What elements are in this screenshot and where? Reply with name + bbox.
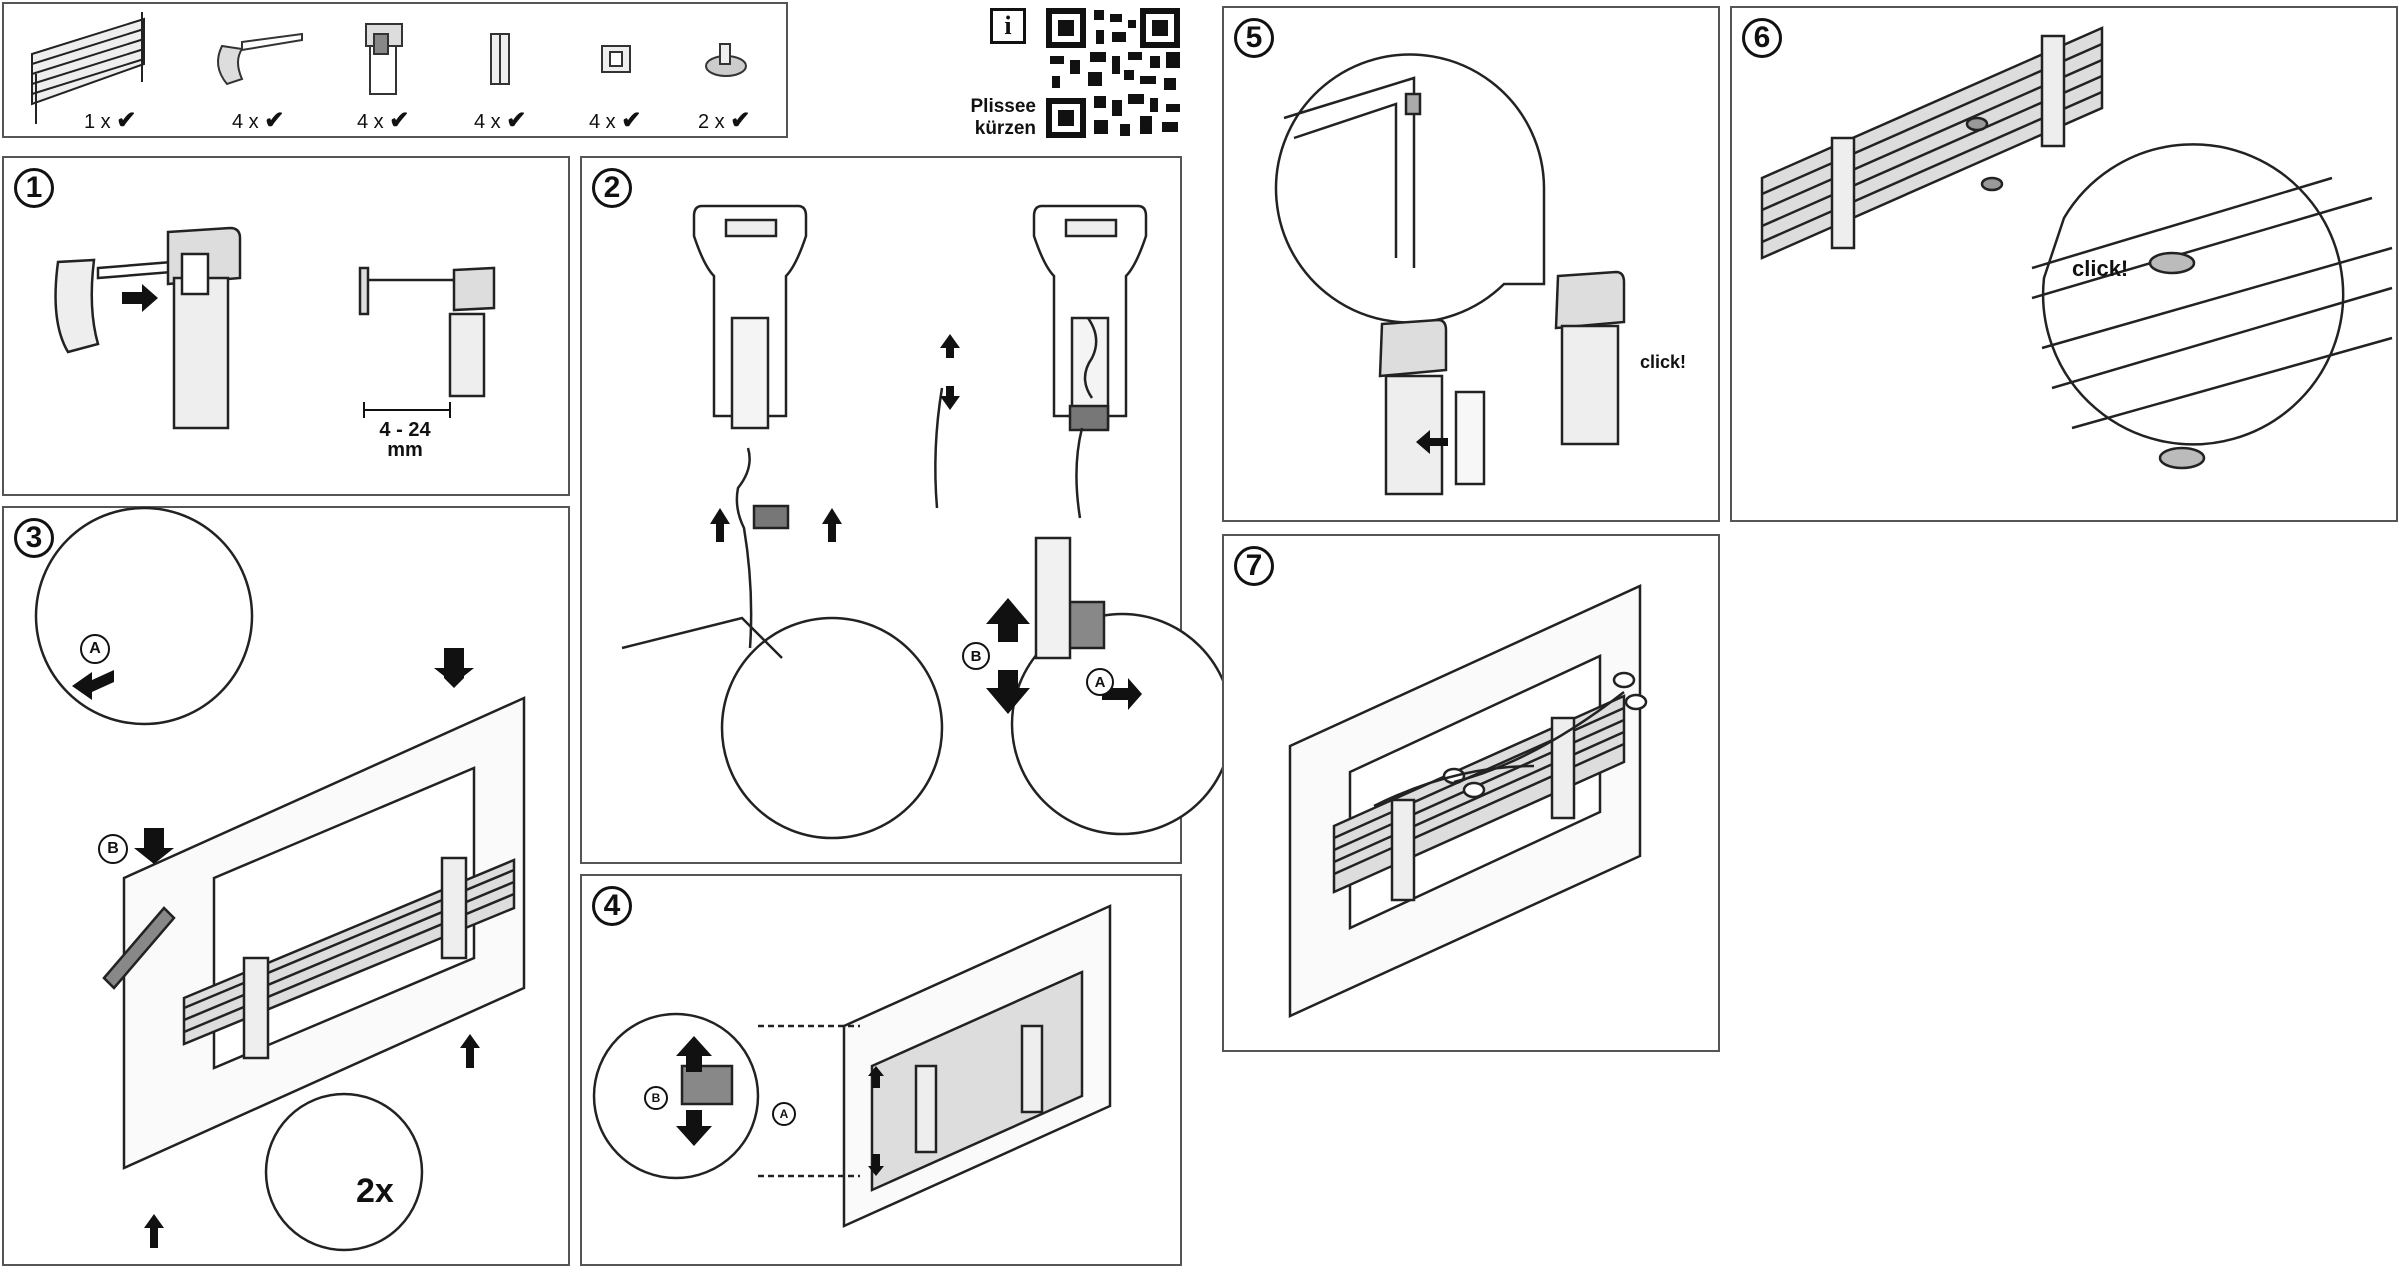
qr-caption: Plissee kürzen	[950, 96, 1037, 140]
part-qty: 4 x	[589, 111, 616, 133]
label-a-badge: A	[80, 634, 110, 664]
step-number: 6	[1742, 18, 1782, 58]
parts-box: 1 x ✔ 4 x ✔ 4 x ✔ 4 x ✔ 4 x ✔	[2, 2, 788, 138]
qr-caption-line2: kürzen	[974, 118, 1036, 139]
handle-attach-illustration	[1760, 26, 2393, 470]
step-2-panel: 2 B	[580, 156, 1234, 864]
bracket-assembly-illustration	[54, 226, 496, 430]
part-clip: 4 x ✔	[589, 100, 641, 135]
spacer-click-illustration	[1274, 53, 1626, 496]
click-label: click!	[1640, 352, 1687, 372]
handle-icon	[705, 43, 747, 77]
clip-icon	[601, 45, 631, 73]
step-1-panel: 1 4 - 24 mm	[2, 156, 570, 496]
step-5-panel: 5 click!	[1222, 6, 1720, 522]
measure-value: 4 - 24	[379, 419, 431, 441]
step-number: 2	[592, 168, 632, 208]
measure-label: 4 - 24 mm	[370, 420, 440, 460]
step-number: 4	[592, 886, 632, 926]
repeat-count: 2x	[356, 1172, 394, 1210]
label-b-badge: B	[98, 834, 128, 864]
end-cap-icon	[217, 32, 303, 86]
label-a-badge: A	[772, 1102, 796, 1126]
qr-caption-line1: Plissee	[970, 96, 1037, 117]
check-icon: ✔	[621, 107, 642, 134]
step-3-panel: 3 A B 2x	[2, 506, 570, 1266]
clamp-bracket-icon	[365, 23, 403, 95]
info-icon: i	[990, 8, 1026, 44]
part-qty: 4 x	[232, 111, 259, 133]
label-a-badge: A	[1086, 668, 1114, 696]
step-7-panel: 7	[1222, 534, 1720, 1052]
step-6-panel: 6 click!	[1730, 6, 2398, 522]
step-number: 3	[14, 518, 54, 558]
step-4-panel: 4 B A	[580, 874, 1182, 1266]
part-spacer: 4 x ✔	[474, 100, 526, 135]
part-clamp: 4 x ✔	[357, 100, 409, 135]
step-number: 5	[1234, 18, 1274, 58]
check-icon: ✔	[389, 107, 410, 134]
label-b-badge: B	[644, 1086, 668, 1110]
pleated-blind-icon	[31, 12, 145, 124]
spacer-icon	[490, 33, 510, 85]
label-b-badge: B	[962, 642, 990, 670]
part-qty: 4 x	[474, 111, 501, 133]
check-icon: ✔	[116, 107, 137, 134]
part-handle: 2 x ✔	[698, 100, 750, 135]
check-icon: ✔	[264, 107, 285, 134]
cord-tension-illustration	[621, 204, 1234, 840]
part-qty: 1 x	[84, 111, 111, 133]
finished-blind-illustration	[1288, 584, 1648, 1018]
part-blind: 1 x ✔	[84, 100, 136, 135]
part-qty: 4 x	[357, 111, 384, 133]
part-qty: 2 x	[698, 111, 725, 133]
step-number: 1	[14, 168, 54, 208]
check-icon: ✔	[730, 107, 751, 134]
check-icon: ✔	[506, 107, 527, 134]
cord-adjust-illustration	[592, 904, 1112, 1228]
window-mount-illustration	[34, 506, 526, 1252]
click-label: click!	[2072, 256, 2129, 281]
step-number: 7	[1234, 546, 1274, 586]
measure-unit: mm	[387, 439, 423, 461]
part-end-cap: 4 x ✔	[232, 100, 284, 135]
